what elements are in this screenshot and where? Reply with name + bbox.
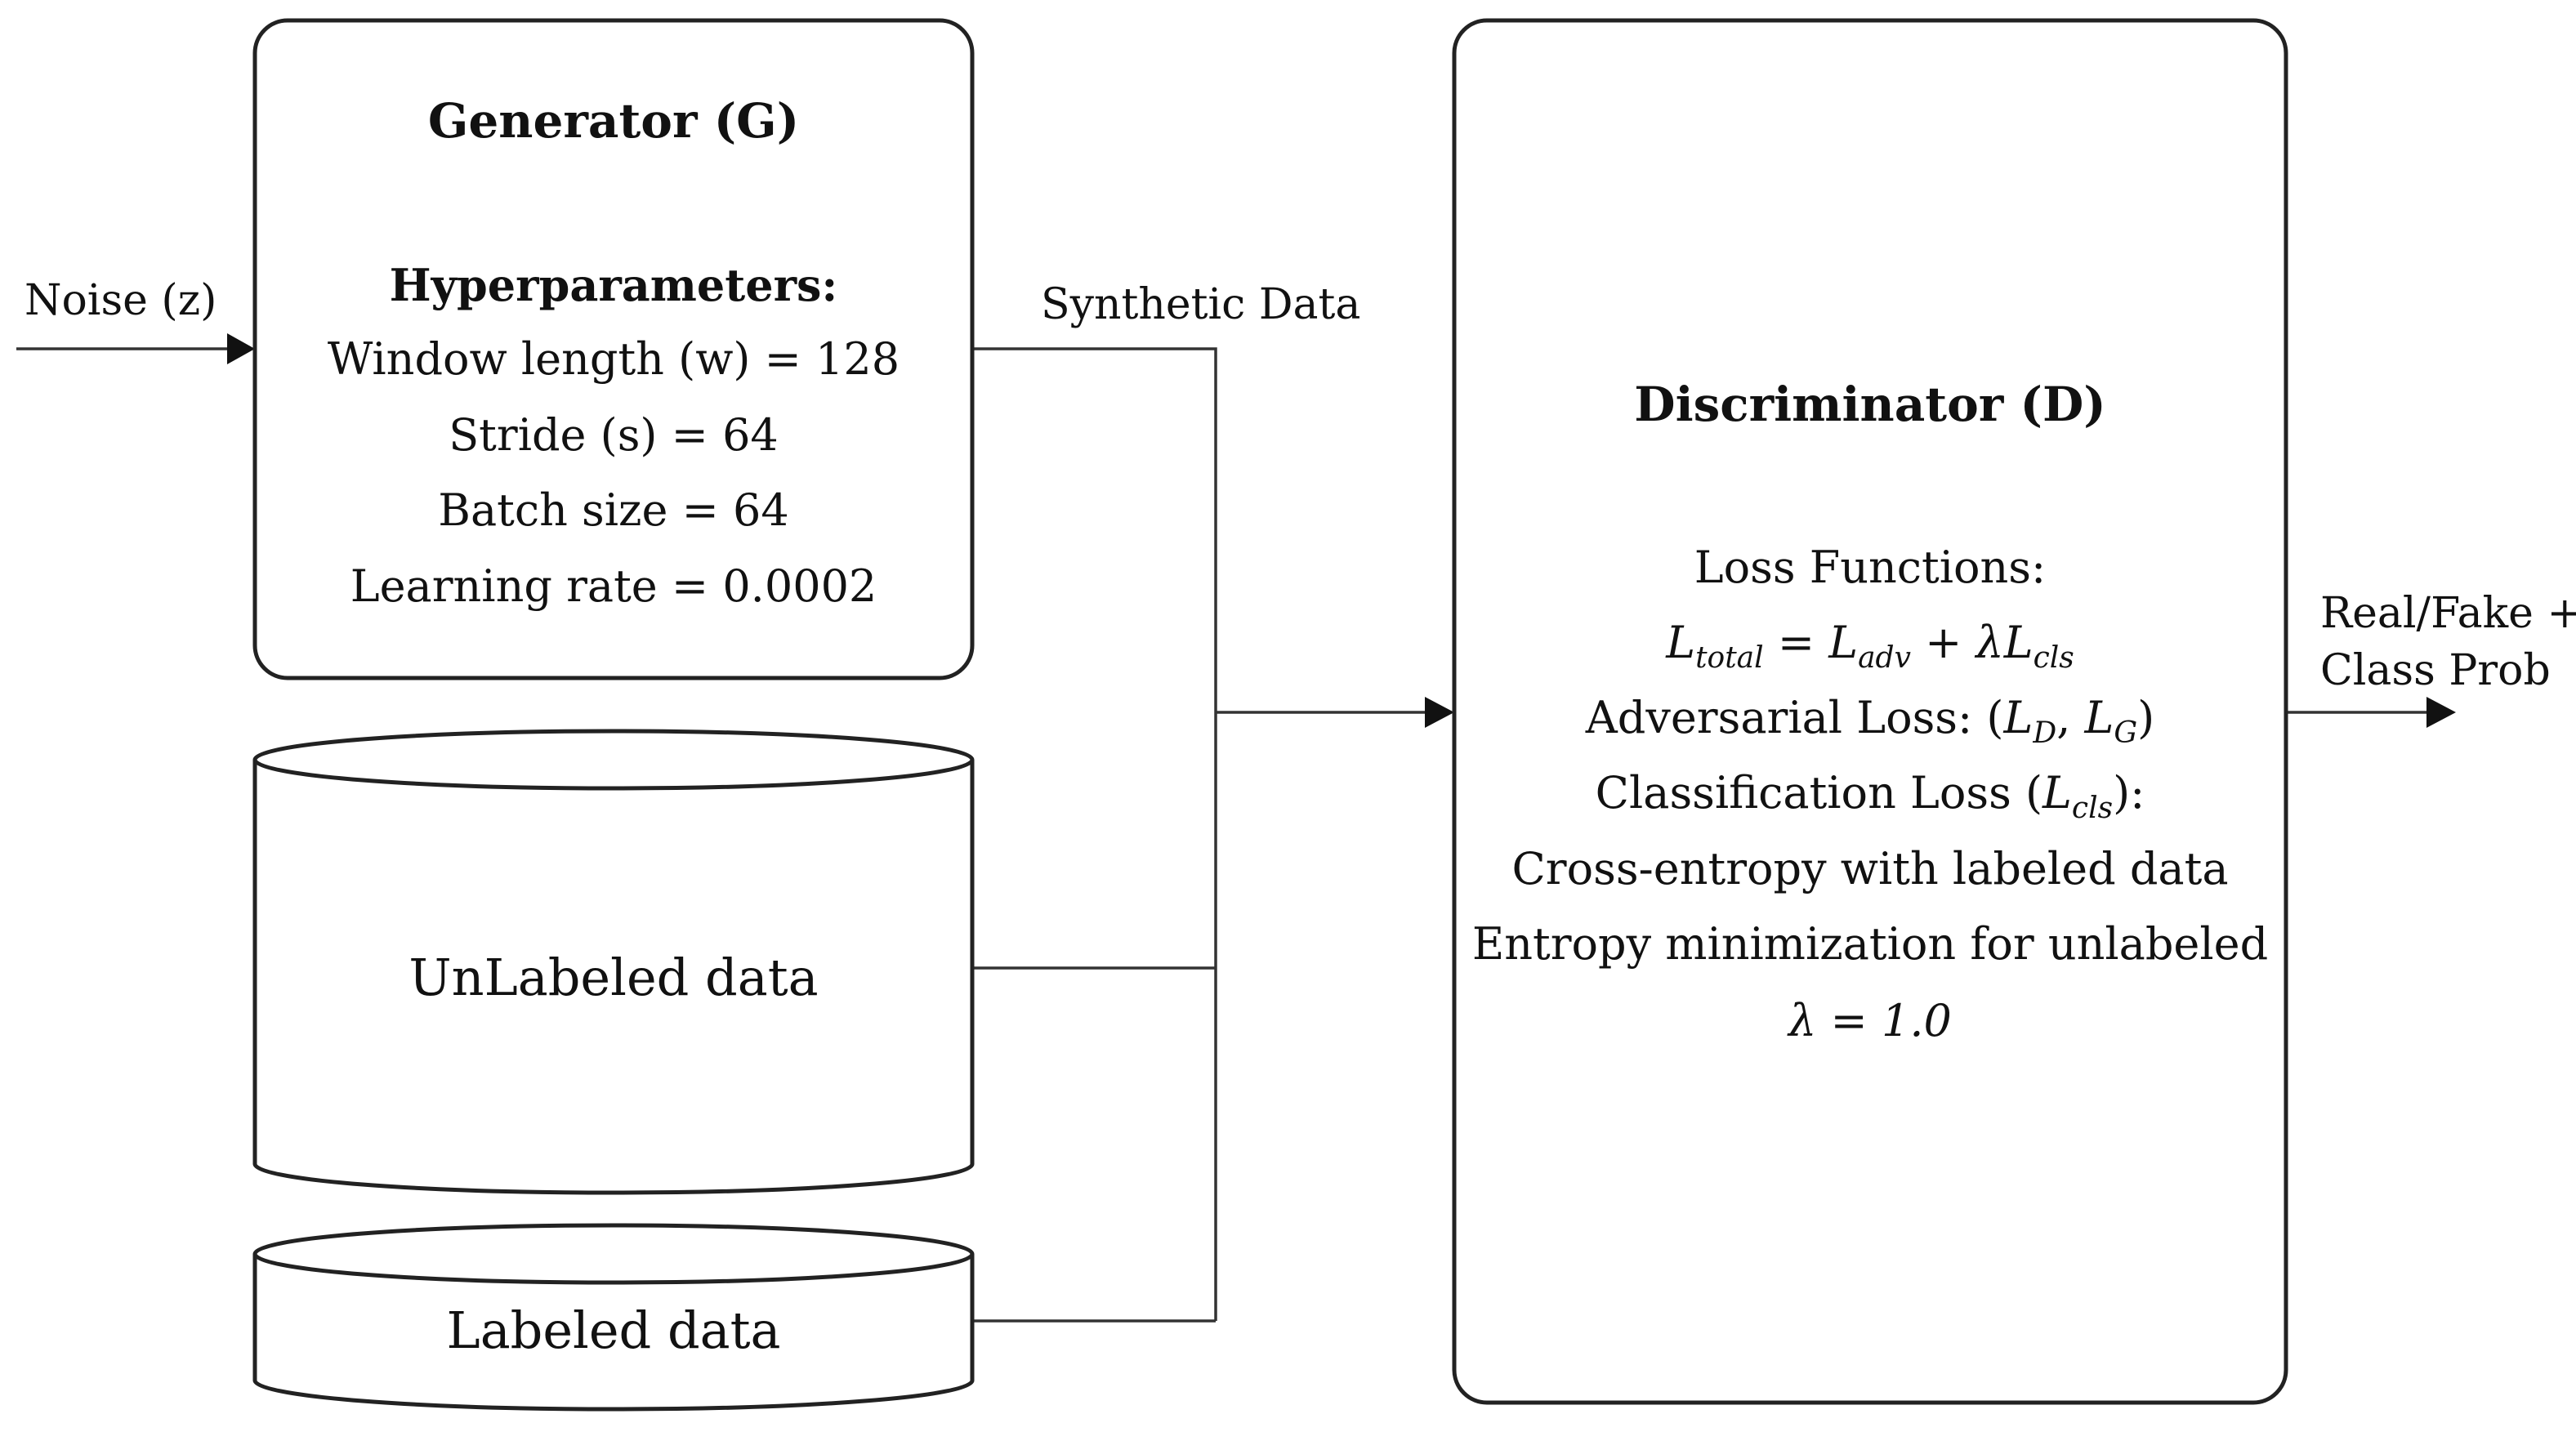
merge-arrowhead (1425, 697, 1454, 728)
generator-title: Generator (G) (428, 93, 799, 149)
hyperparameters-heading: Hyperparameters: (390, 259, 838, 311)
adversarial-loss-line: Adversarial Loss: (LD, LG) (1585, 692, 2154, 750)
labeled-data-store: Labeled data (252, 1223, 975, 1412)
loss-functions-heading: Loss Functions: (1694, 542, 2046, 593)
classification-loss-line: Classification Loss (Lcls): (1596, 767, 2145, 825)
param-stride: Stride (s) = 64 (449, 409, 779, 461)
cross-entropy-line: Cross-entropy with labeled data (1511, 843, 2228, 894)
param-learning-rate: Learning rate = 0.0002 (350, 560, 877, 612)
output-label-line2: Class Prob (2320, 646, 2551, 695)
noise-label: Noise (z) (25, 276, 217, 325)
discriminator-box: Discriminator (D) Loss Functions: Ltotal… (1452, 18, 2288, 1405)
param-batch-size: Batch size = 64 (438, 484, 788, 536)
output-arrowhead (2426, 697, 2456, 728)
connectors (16, 333, 2456, 1323)
param-window-length: Window length (w) = 128 (328, 333, 900, 385)
noise-arrowhead (227, 333, 255, 364)
unlabeled-data-store: UnLabeled data (252, 729, 975, 1195)
generator-box: Generator (G) Hyperparameters: Window le… (252, 18, 975, 680)
entropy-minimization-line: Entropy minimization for unlabeled (1472, 918, 2268, 970)
synthetic-data-line (972, 347, 1217, 1321)
total-loss-equation: Ltotal = Ladv + λLcls (1665, 617, 2074, 675)
output-label-line1: Real/Fake + (2320, 589, 2576, 638)
lambda-value: λ = 1.0 (1787, 995, 1952, 1046)
synthetic-data-label: Synthetic Data (1041, 280, 1360, 329)
discriminator-title: Discriminator (D) (1634, 377, 2105, 432)
labeled-data-label: Labeled data (447, 1300, 781, 1360)
unlabeled-data-label: UnLabeled data (408, 948, 818, 1007)
